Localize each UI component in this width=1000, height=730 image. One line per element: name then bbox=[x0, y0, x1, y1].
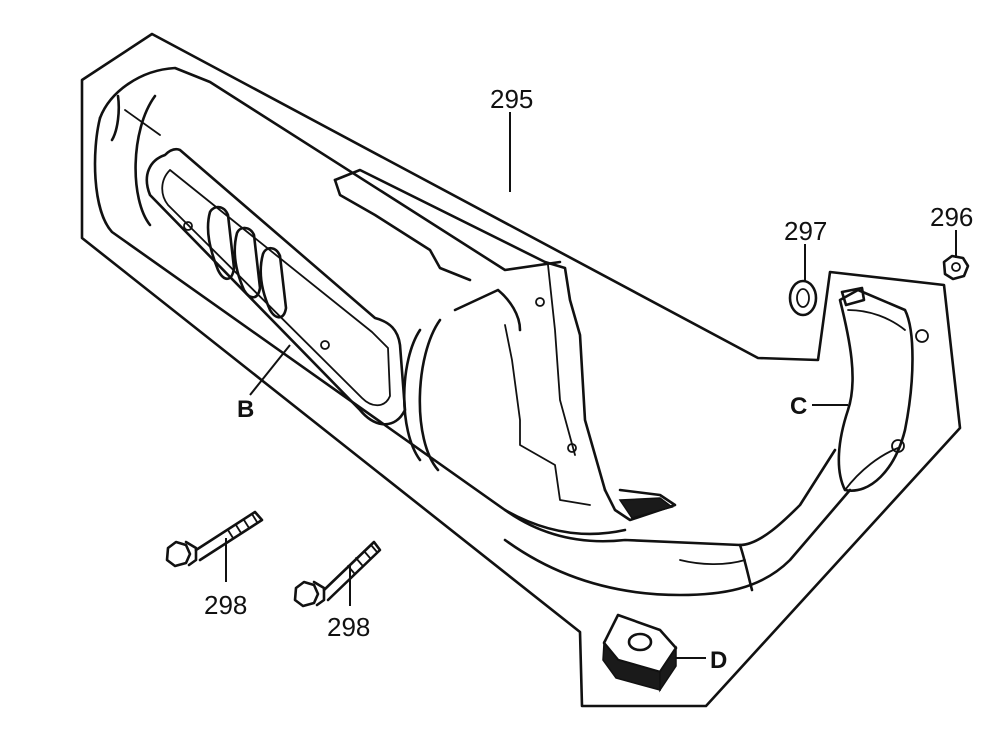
callout-c: C bbox=[790, 393, 807, 420]
assembly-outline bbox=[80, 32, 962, 708]
muffler-body bbox=[93, 66, 677, 536]
callout-d: D bbox=[710, 647, 727, 674]
callout-298-right: 298 bbox=[327, 612, 370, 642]
callout-296: 296 bbox=[930, 202, 973, 232]
heat-shield bbox=[145, 147, 407, 426]
leader-b bbox=[249, 344, 291, 396]
bolt-left bbox=[165, 510, 264, 568]
exhaust-pipe bbox=[503, 448, 852, 597]
callout-298-left: 298 bbox=[204, 590, 247, 620]
gasket bbox=[788, 279, 818, 317]
flange-nut bbox=[942, 254, 970, 281]
exhaust-pipe-cover bbox=[837, 286, 929, 492]
callout-295: 295 bbox=[490, 84, 533, 114]
damper-pad bbox=[602, 613, 678, 693]
bolt-right bbox=[293, 540, 382, 608]
callout-b: B bbox=[237, 396, 254, 423]
callout-297: 297 bbox=[784, 216, 827, 246]
